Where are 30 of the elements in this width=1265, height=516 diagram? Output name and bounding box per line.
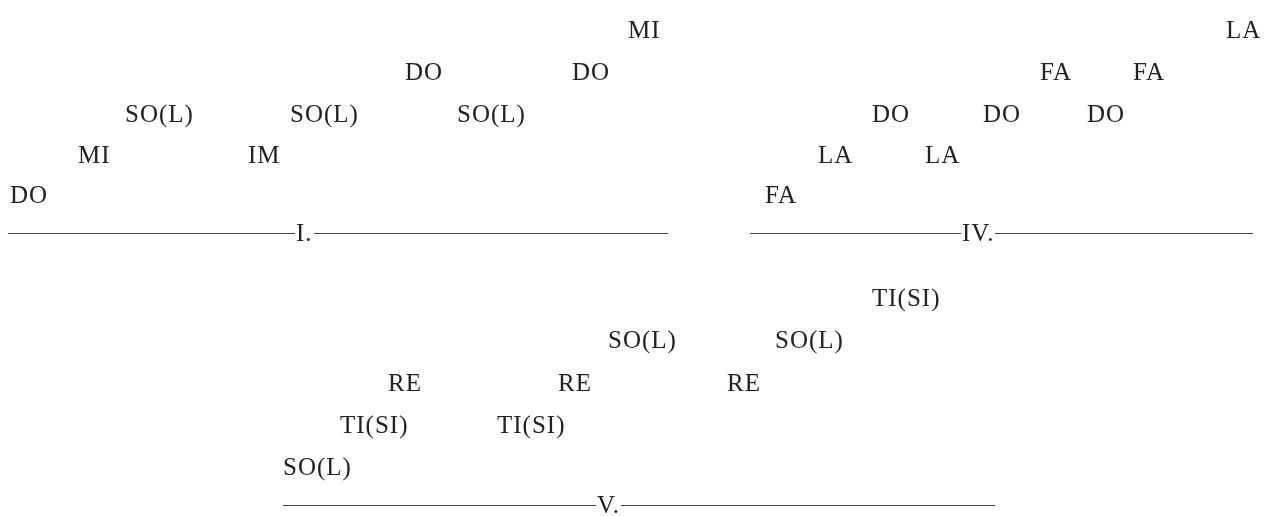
solfege-syllable: DO	[1087, 100, 1126, 128]
solfege-syllable: SO(L)	[290, 100, 359, 128]
solfege-syllable: FA	[1040, 58, 1073, 86]
solfege-syllable: RE	[727, 369, 761, 397]
solfege-syllable: SO(L)	[283, 453, 352, 481]
solfege-syllable: DO	[872, 100, 911, 128]
solfege-syllable: SO(L)	[775, 326, 844, 354]
solfege-syllable: DO	[572, 58, 611, 86]
solfege-syllable: LA	[925, 141, 961, 169]
section-label: V.	[597, 491, 621, 516]
section-label: IV.	[962, 219, 995, 247]
solfege-syllable: SO(L)	[457, 100, 526, 128]
solfege-syllable: DO	[10, 181, 49, 209]
solfege-syllable: RE	[558, 369, 592, 397]
solfege-syllable: MI	[628, 16, 661, 44]
solfege-syllable: TI(SI)	[340, 411, 409, 439]
solfege-syllable: RE	[388, 369, 422, 397]
solfege-syllable: DO	[983, 100, 1022, 128]
solfege-syllable: FA	[1133, 58, 1166, 86]
solfege-syllable: MI	[78, 141, 111, 169]
solfege-syllable: SO(L)	[608, 326, 677, 354]
solfege-syllable: LA	[1226, 16, 1262, 44]
solfege-syllable: TI(SI)	[497, 411, 566, 439]
solfege-syllable: LA	[818, 141, 854, 169]
solfege-syllable: FA	[765, 181, 798, 209]
solfege-syllable: DO	[405, 58, 444, 86]
solfege-syllable: IM	[248, 141, 281, 169]
solfege-syllable: TI(SI)	[872, 284, 941, 312]
solfege-syllable: SO(L)	[125, 100, 194, 128]
section-label: I.	[296, 219, 313, 247]
